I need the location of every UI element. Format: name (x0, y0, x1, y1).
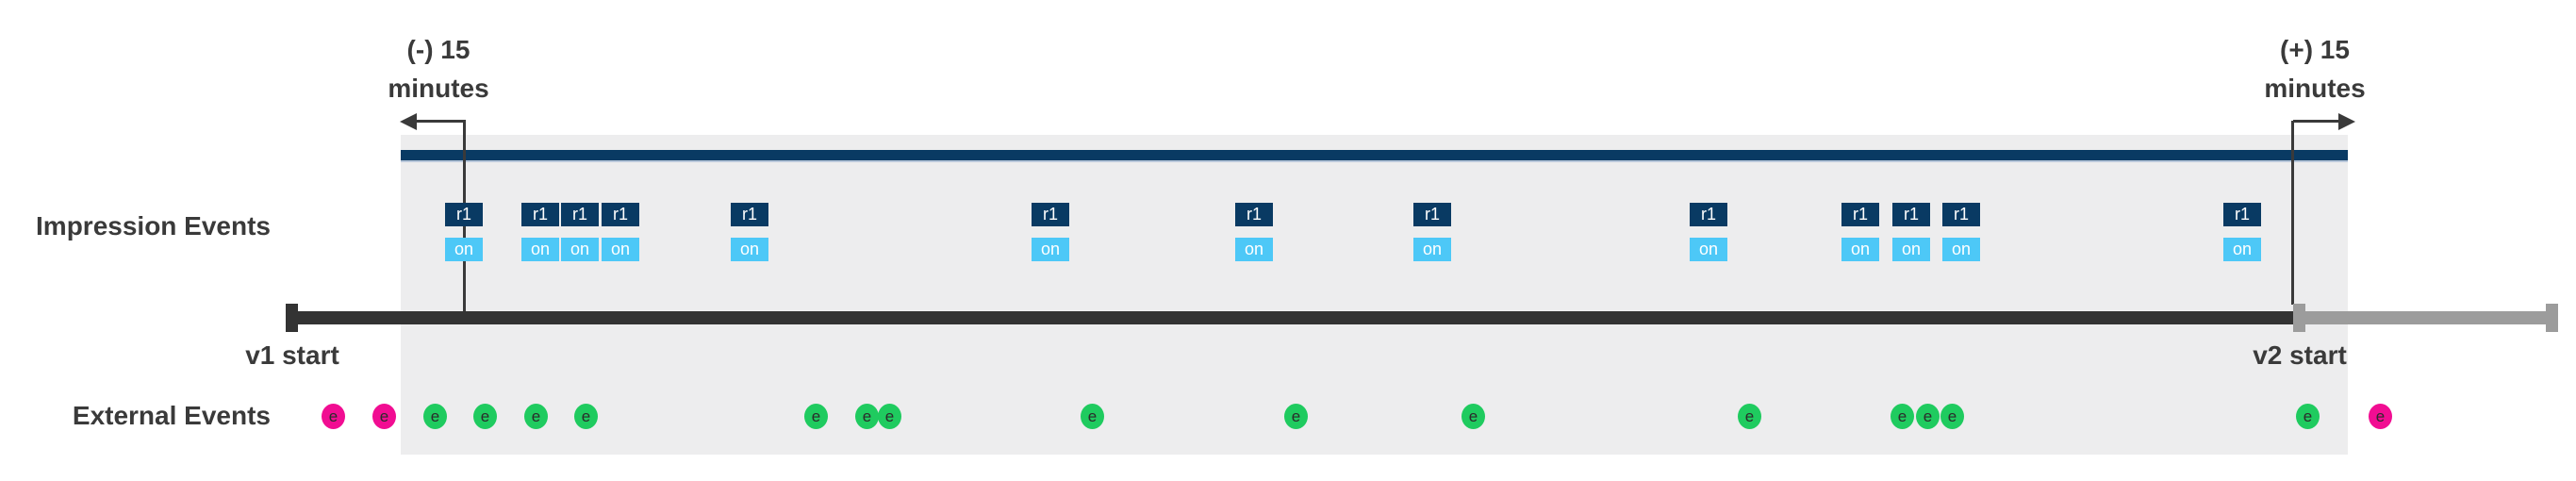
external-event-dot: e (1461, 404, 1485, 429)
impression-event: r1 on (1942, 203, 1980, 261)
on-badge: on (445, 238, 483, 261)
on-badge: on (1690, 238, 1727, 261)
minus-15-arrow (413, 120, 466, 123)
on-badge: on (2223, 238, 2261, 261)
r1-badge: r1 (1690, 203, 1727, 226)
plus-15-label-line1: (+) 15 (2280, 35, 2350, 64)
campaign-bar (401, 150, 2348, 162)
impression-event: r1 on (602, 203, 639, 261)
v1-start-label: v1 start (245, 340, 339, 370)
impression-event: r1 on (2223, 203, 2261, 261)
r1-badge: r1 (1235, 203, 1273, 226)
on-badge: on (1841, 238, 1879, 261)
on-badge: on (521, 238, 559, 261)
impression-event: r1 on (731, 203, 768, 261)
timeline-v2-start-cap (2293, 304, 2305, 332)
on-badge: on (1942, 238, 1980, 261)
r1-badge: r1 (1032, 203, 1069, 226)
r1-badge: r1 (445, 203, 483, 226)
impression-events-row-label: Impression Events (36, 211, 271, 240)
external-event-dot: e (372, 404, 396, 429)
impression-event: r1 on (445, 203, 483, 261)
external-event-dot: e (574, 404, 598, 429)
on-badge: on (1892, 238, 1930, 261)
external-event-dot: e (2296, 404, 2320, 429)
on-badge: on (1032, 238, 1069, 261)
r1-badge: r1 (2223, 203, 2261, 226)
r1-badge: r1 (561, 203, 599, 226)
r1-badge: r1 (1892, 203, 1930, 226)
analysis-window-panel (401, 135, 2348, 455)
impression-event: r1 on (1892, 203, 1930, 261)
on-badge: on (731, 238, 768, 261)
plus-15-label: (+) 15 minutes (2211, 30, 2419, 108)
plus-15-label-line2: minutes (2264, 74, 2366, 103)
external-event-dot: e (524, 404, 548, 429)
on-badge: on (602, 238, 639, 261)
impression-event: r1 on (1841, 203, 1879, 261)
r1-badge: r1 (521, 203, 559, 226)
plus-15-arrow (2293, 120, 2340, 123)
minus-15-label: (-) 15 minutes (335, 30, 542, 108)
impression-event: r1 on (1413, 203, 1451, 261)
impression-event: r1 on (1235, 203, 1273, 261)
external-event-dot: e (1916, 404, 1940, 429)
r1-badge: r1 (1841, 203, 1879, 226)
external-event-dot: e (423, 404, 447, 429)
on-badge: on (1413, 238, 1451, 261)
minus-15-label-line2: minutes (388, 74, 489, 103)
external-event-dot: e (322, 404, 345, 429)
timeline-v2-segment (2293, 311, 2558, 324)
on-badge: on (1235, 238, 1273, 261)
minus-15-label-line1: (-) 15 (406, 35, 471, 64)
external-event-dot: e (1891, 404, 1914, 429)
on-badge: on (561, 238, 599, 261)
impression-event: r1 on (1690, 203, 1727, 261)
arrow-left-icon (400, 113, 417, 130)
arrow-right-icon (2338, 113, 2355, 130)
r1-badge: r1 (1413, 203, 1451, 226)
impression-event: r1 on (1032, 203, 1069, 261)
external-event-dot: e (473, 404, 497, 429)
external-event-dot: e (1081, 404, 1104, 429)
external-event-dot: e (2369, 404, 2392, 429)
external-event-dot: e (1738, 404, 1761, 429)
external-events-row-label: External Events (72, 401, 271, 430)
impression-event: r1 on (521, 203, 559, 261)
plus-15-boundary-line (2291, 121, 2294, 305)
v2-start-label: v2 start (2253, 340, 2347, 370)
external-event-dot: e (855, 404, 879, 429)
r1-badge: r1 (1942, 203, 1980, 226)
timeline-v1-start-cap (286, 304, 298, 332)
external-event-dot: e (1940, 404, 1964, 429)
timeline-v1-segment (286, 311, 2293, 324)
timeline-end-cap (2546, 304, 2558, 332)
r1-badge: r1 (731, 203, 768, 226)
impression-event: r1 on (561, 203, 599, 261)
external-event-dot: e (804, 404, 828, 429)
external-event-dot: e (878, 404, 901, 429)
external-event-dot: e (1284, 404, 1308, 429)
r1-badge: r1 (602, 203, 639, 226)
